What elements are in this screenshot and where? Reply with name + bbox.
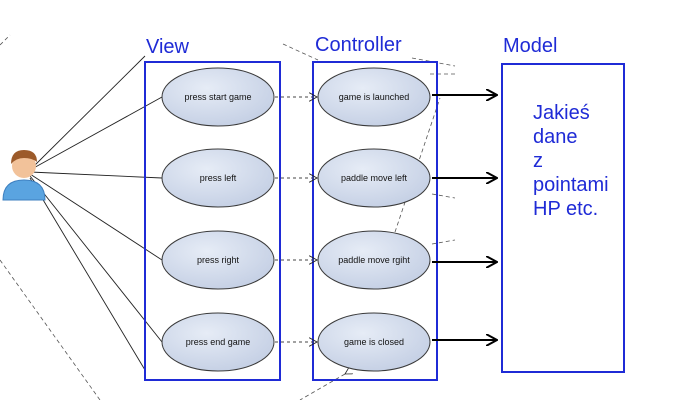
dashed-connector <box>431 239 456 245</box>
include-arrows <box>275 97 317 342</box>
dashed-connector <box>282 43 319 61</box>
use-case-label: paddle move left <box>341 173 408 183</box>
model-arrows <box>432 95 497 340</box>
view-use-cases: press start game press left press right … <box>161 67 275 372</box>
controller-title: Controller <box>315 34 402 56</box>
use-case-ellipse[interactable] <box>317 312 431 372</box>
user-actor-icon <box>2 150 46 201</box>
use-case-ellipse[interactable] <box>161 67 275 127</box>
dashed-connector <box>0 259 101 401</box>
use-case-label: press start game <box>184 92 251 102</box>
model-title: Model <box>503 35 558 57</box>
controller-use-cases: game is launched paddle move left paddle… <box>317 67 431 372</box>
use-case-label: press end game <box>186 337 251 347</box>
model-text-line: pointami <box>533 174 609 196</box>
use-case-ellipse[interactable] <box>161 312 275 372</box>
use-case-ellipse[interactable] <box>317 67 431 127</box>
use-case-label: game is launched <box>339 92 410 102</box>
view-frame <box>144 61 281 381</box>
actor-associations <box>29 55 163 371</box>
view-title: View <box>146 36 189 58</box>
use-case-label: game is closed <box>344 337 404 347</box>
use-case-label: paddle move rgiht <box>338 255 410 265</box>
model-description: Jakieś dane z pointami HP etc. <box>533 101 628 221</box>
use-case-label: press right <box>197 255 240 265</box>
use-case-ellipse[interactable] <box>317 148 431 208</box>
controller-frame <box>312 61 438 381</box>
dashed-connector <box>431 193 456 199</box>
use-case-ellipse[interactable] <box>317 230 431 290</box>
model-frame <box>501 63 625 373</box>
model-text-line: dane <box>533 126 578 148</box>
model-text-line: Jakieś <box>533 102 590 124</box>
use-case-ellipse[interactable] <box>161 230 275 290</box>
model-text-line: HP etc. <box>533 198 599 220</box>
use-case-label: press left <box>200 173 237 183</box>
use-case-ellipse[interactable] <box>161 148 275 208</box>
dashed-connector <box>299 374 345 401</box>
model-text-line: z <box>533 150 543 172</box>
dashed-connector <box>0 34 11 46</box>
